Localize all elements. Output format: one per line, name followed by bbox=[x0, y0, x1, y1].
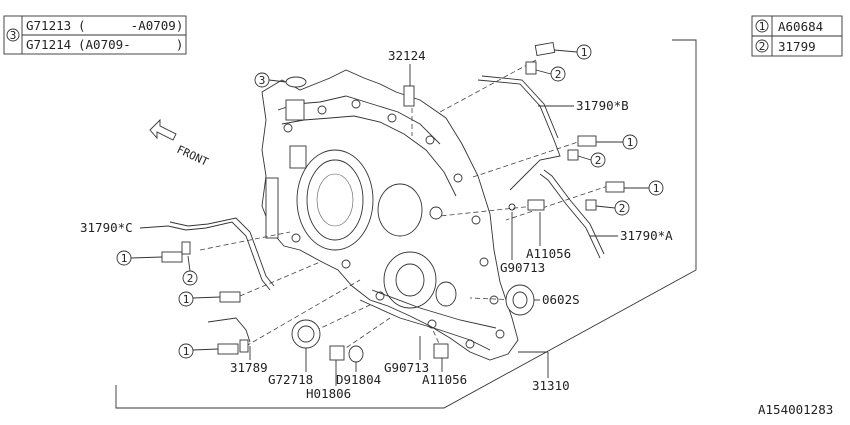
table-row-part: G71213 bbox=[26, 18, 71, 33]
label-g90713-right: G90713 bbox=[500, 260, 545, 275]
callout-number: 3 bbox=[259, 74, 266, 87]
label-32124: 32124 bbox=[388, 48, 426, 63]
callout-number: 1 bbox=[627, 136, 634, 149]
callout-number: 1 bbox=[183, 293, 190, 306]
callout-number: 2 bbox=[555, 68, 562, 81]
callout-number: 1 bbox=[183, 345, 190, 358]
callout-number: 2 bbox=[595, 154, 602, 167]
label-d91804: D91804 bbox=[336, 372, 381, 387]
part-labels: 32124 31790*B 31790*C 31790*A A11056 G90… bbox=[80, 48, 833, 417]
callout-1-icon bbox=[178, 291, 194, 307]
callout-number: 1 bbox=[121, 252, 128, 265]
label-h01806: H01806 bbox=[306, 386, 351, 401]
table-ref: 2 bbox=[759, 40, 766, 53]
callout-1-icon bbox=[178, 343, 194, 359]
diagram-id: A154001283 bbox=[758, 402, 833, 417]
table-ref: 3 bbox=[10, 29, 17, 42]
transmission-case bbox=[261, 69, 519, 361]
table-row-range: ( -A0709) bbox=[78, 18, 183, 33]
table-ref: 1 bbox=[759, 20, 766, 33]
callout-number: 2 bbox=[187, 272, 194, 285]
callout-1-icon bbox=[755, 19, 769, 33]
label-31790-b: 31790*B bbox=[576, 98, 629, 113]
label-31790-a: 31790*A bbox=[620, 228, 673, 243]
label-g72718: G72718 bbox=[268, 372, 313, 387]
front-label: FRONT bbox=[175, 143, 211, 169]
table-row-part: G71214 bbox=[26, 37, 71, 52]
label-31789: 31789 bbox=[230, 360, 268, 375]
callout-number: 1 bbox=[581, 46, 588, 59]
top-right-parts-table: 1 2 A60684 31799 bbox=[751, 15, 843, 57]
table-row-range: (A0709- ) bbox=[78, 37, 183, 52]
label-g90713-bottom: G90713 bbox=[384, 360, 429, 375]
table-part: A60684 bbox=[778, 19, 823, 34]
callout-number: 1 bbox=[653, 182, 660, 195]
front-arrow: FRONT bbox=[149, 118, 211, 169]
callouts: 1 2 1 2 1 2 3 1 2 1 1 bbox=[116, 44, 664, 359]
label-a11056-right: A11056 bbox=[526, 246, 571, 261]
frame-line bbox=[115, 39, 697, 409]
callout-2-icon bbox=[755, 39, 769, 53]
label-0602s: 0602S bbox=[542, 292, 580, 307]
callout-number: 2 bbox=[619, 202, 626, 215]
pipes bbox=[167, 75, 605, 343]
callout-3-icon bbox=[6, 28, 20, 42]
table-part: 31799 bbox=[778, 39, 816, 54]
top-left-parts-table: 3 G71213 ( -A0709) G71214 (A0709- ) bbox=[3, 15, 187, 55]
label-a11056-bottom: A11056 bbox=[422, 372, 467, 387]
label-31790-c: 31790*C bbox=[80, 220, 133, 235]
label-31310: 31310 bbox=[532, 378, 570, 393]
